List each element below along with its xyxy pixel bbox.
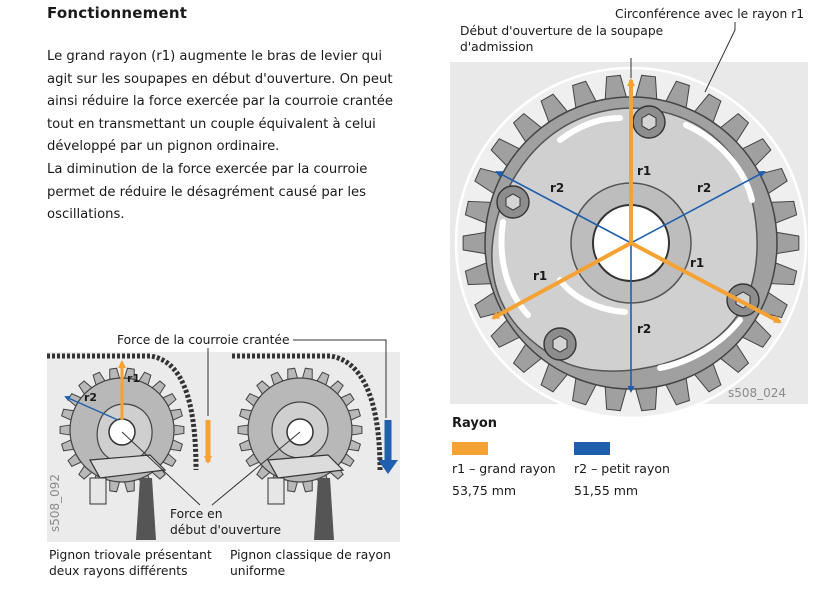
big-r1-label: r1	[690, 256, 704, 270]
legend-swatch-r1	[452, 442, 488, 455]
leader-line	[211, 431, 301, 506]
belt-force-label: Force de la courroie crantée	[114, 332, 293, 348]
description-line: La diminution de la force exercée par la…	[47, 161, 368, 177]
label-opening: Début d'ouverture de la soupape	[460, 24, 664, 38]
small-r1-label: r1	[127, 372, 140, 385]
r1-arrow	[491, 241, 632, 320]
label-opening: d'admission	[460, 40, 534, 54]
legend-r2-text: r2 – petit rayon	[574, 461, 670, 476]
legend-title: Rayon	[452, 416, 498, 431]
description-line: oscillations.	[47, 207, 125, 223]
rocker-assembly-left	[89, 454, 167, 540]
plate-slot	[683, 122, 755, 203]
big-r1-label: r1	[637, 164, 651, 178]
page-title: Fonctionnement	[47, 4, 188, 22]
belt-force-arrow-right-head	[378, 460, 398, 474]
bolt	[543, 327, 577, 361]
legend-r1-value: 53,75 mm	[452, 483, 517, 498]
legend-r2-value: 51,55 mm	[574, 483, 639, 498]
small-figure-code: s508_092	[48, 473, 62, 532]
leader-line	[121, 431, 201, 506]
big-r1-label: r1	[533, 269, 547, 283]
r1-arrow	[630, 241, 782, 324]
timing-belt	[47, 353, 199, 471]
timing-belt	[232, 353, 383, 471]
big-figure-code: s508_024	[728, 386, 787, 400]
caption-left: deux rayons différents	[49, 564, 188, 578]
description-paragraph: Le grand rayon (r1) augmente le bras de …	[47, 46, 407, 227]
r2-arrow	[495, 171, 632, 244]
opening-force-label: Force en	[170, 507, 223, 521]
description-line: ainsi réduire la force exercée par la co…	[47, 94, 393, 110]
big-r2-label: r2	[697, 181, 711, 195]
small-r2-arrow	[64, 395, 119, 421]
big-r2-label: r2	[637, 322, 651, 336]
label-circumference: Circonférence avec le rayon r1	[615, 7, 805, 21]
plate-slot	[557, 277, 628, 315]
rocker-assembly-right	[267, 454, 345, 540]
caption-right: Pignon classique de rayon	[230, 548, 391, 562]
plate-slot	[498, 219, 531, 318]
plate-slot	[657, 317, 743, 371]
leader-line	[704, 22, 736, 93]
legend-swatch-r2	[574, 442, 610, 455]
leader-line	[290, 339, 387, 418]
description-line: agit sur les soupapes en début d'ouvertu…	[47, 71, 393, 87]
description-line: Le grand rayon (r1) augmente le bras de …	[47, 49, 382, 64]
small-r2-label: r2	[84, 391, 97, 404]
plate-slot	[557, 115, 623, 143]
description-line: permet de réduire le désagrément causé p…	[47, 184, 367, 200]
description-line: tout en transmettant un couple équivalen…	[47, 116, 376, 132]
legend-r1-text: r1 – grand rayon	[452, 461, 556, 476]
opening-force-label: début d'ouverture	[170, 523, 282, 537]
description-line: développé par un pignon ordinaire.	[47, 139, 280, 155]
caption-left: Pignon triovale présentant	[49, 548, 212, 562]
r2-arrow	[630, 171, 766, 244]
big-r2-label: r2	[550, 181, 564, 195]
bolt	[632, 105, 666, 139]
bolt	[496, 185, 530, 219]
caption-right: uniforme	[230, 564, 286, 578]
